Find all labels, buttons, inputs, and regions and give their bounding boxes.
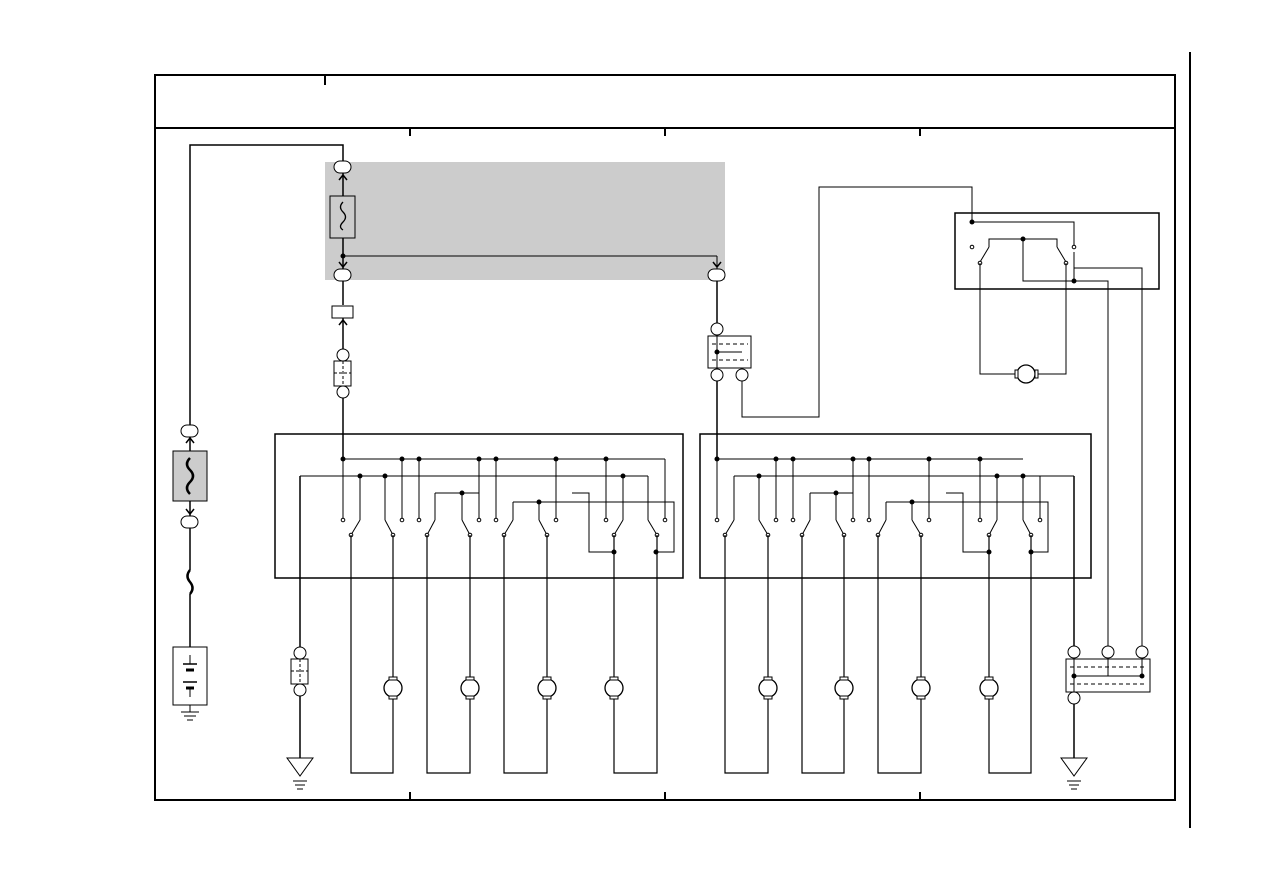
connector-terminal <box>180 515 199 529</box>
battery-icon <box>183 655 197 697</box>
junction-dots <box>340 456 659 555</box>
ground-icon <box>181 705 199 721</box>
mirror-module <box>954 187 1160 647</box>
switch-contacts <box>340 517 668 538</box>
right-ground-connector <box>1060 645 1151 790</box>
motor-wiring <box>350 535 658 774</box>
connector-terminal <box>707 268 726 282</box>
diagram-frame <box>154 74 1176 801</box>
power-feed-wire <box>189 144 344 425</box>
fusible-link-icon <box>185 457 195 495</box>
junction-block <box>325 160 726 282</box>
motor-icon <box>979 676 999 700</box>
ground-icon <box>1060 757 1088 790</box>
motor-icon <box>460 676 480 700</box>
motor-icon <box>1014 364 1039 384</box>
left-feed-connector <box>331 281 354 460</box>
switch-contacts <box>714 517 1043 538</box>
motor-icon <box>911 676 931 700</box>
motor-icon <box>758 676 778 700</box>
battery-circuit <box>172 424 208 721</box>
connector-terminal <box>333 160 352 174</box>
right-switch-assembly <box>699 433 1092 774</box>
junction-dots <box>714 456 1034 555</box>
left-switch-assembly <box>274 433 684 790</box>
connector-terminal <box>333 268 352 282</box>
motor-icon <box>383 676 403 700</box>
fuse-icon <box>339 201 347 231</box>
right-feed-connector <box>707 186 973 460</box>
motor-wiring <box>724 535 1032 774</box>
ground-icon <box>286 757 314 790</box>
motor-icon <box>834 676 854 700</box>
ground-connector <box>290 646 309 758</box>
connector-terminal <box>180 424 199 438</box>
fuse-icon <box>186 569 194 595</box>
motor-icon <box>537 676 557 700</box>
motor-icon <box>604 676 624 700</box>
